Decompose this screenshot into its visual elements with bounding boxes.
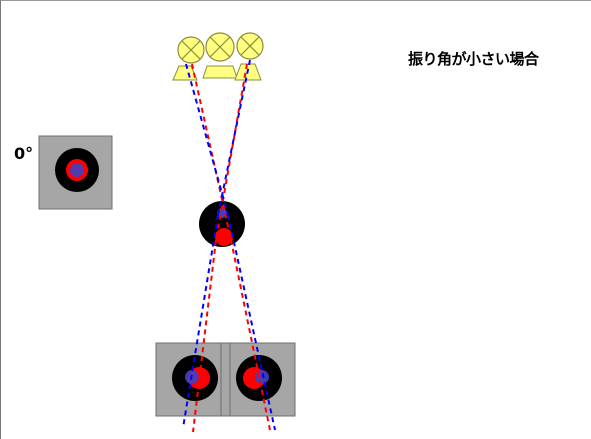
angle-label: 0° <box>14 144 34 163</box>
bottom-lens-left <box>172 355 218 401</box>
lamp-right <box>234 32 264 81</box>
diagram-title: 振り角が小さい場合 <box>408 50 539 68</box>
lamp-center <box>202 32 238 79</box>
lamp-group <box>172 32 264 81</box>
bottom-lens-right <box>236 355 282 401</box>
reference-box <box>38 135 113 210</box>
blue-beams <box>182 59 276 431</box>
